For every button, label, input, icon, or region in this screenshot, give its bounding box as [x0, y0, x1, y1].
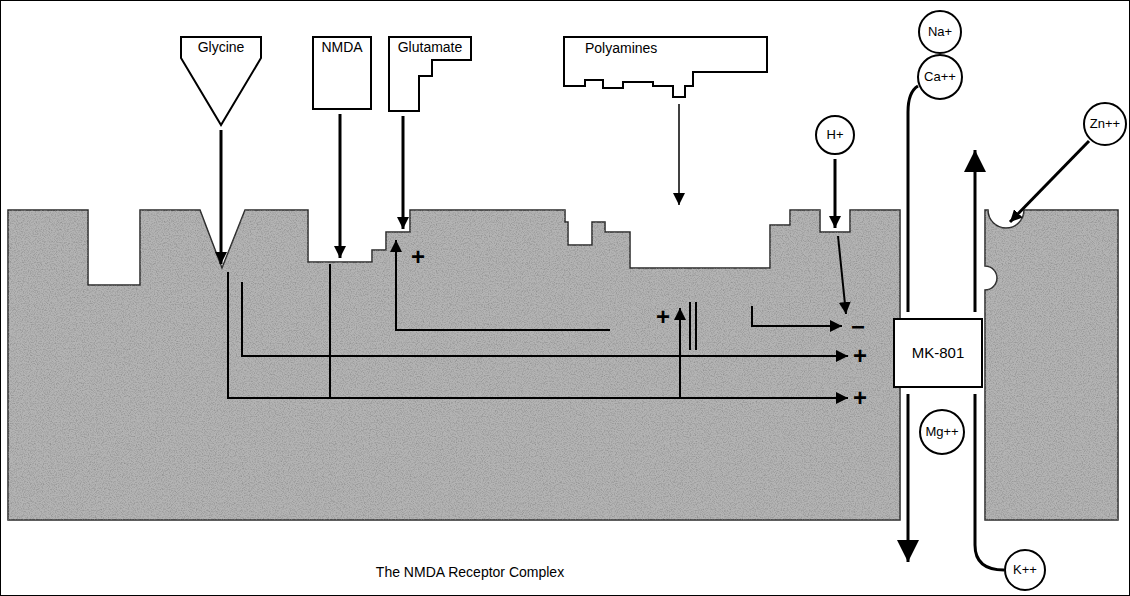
sign-spot: +: [411, 245, 425, 269]
ion-circle: Zn++: [1083, 102, 1127, 146]
outflow-line-lower: [975, 394, 1004, 570]
node-label: Glycine: [198, 38, 245, 56]
ion-circle: Na+: [918, 10, 962, 54]
ligand-shape: Glycine: [180, 36, 262, 126]
effect-sign: +: [411, 245, 425, 269]
outflow-arrow: [974, 150, 977, 312]
sign-spot: +: [853, 344, 867, 368]
node-outline-path: [1084, 103, 1126, 145]
proton-link: [838, 236, 846, 314]
polyamine-link: [679, 308, 681, 398]
proton-arrow: [834, 159, 837, 228]
effect-sign: +: [656, 305, 670, 329]
ion-circle: Mg++: [919, 409, 965, 455]
node-label: Na+: [928, 23, 952, 41]
ligand-shape: Polyamines: [563, 36, 768, 98]
node-label: MK-801: [912, 344, 965, 362]
node-outline-path: [181, 37, 261, 125]
node-label: Mg++: [925, 423, 958, 441]
node-outline-path: [1005, 550, 1045, 590]
ligand-arrows: [221, 104, 1089, 264]
glutamate-arrow: [402, 116, 405, 229]
blocker-box: MK-801: [893, 318, 983, 388]
ion-circle: K++: [1004, 549, 1046, 591]
effect-sign: −: [851, 315, 865, 339]
node-label: Glutamate: [398, 38, 463, 56]
sign-spot: +: [656, 305, 670, 329]
node-outline-path: [894, 319, 982, 387]
sign-spot: +: [853, 386, 867, 410]
receptor-body: [0, 200, 1130, 530]
ion-circle: H+: [815, 115, 855, 155]
inflow-arrow: [907, 394, 910, 562]
node-outline-path: [920, 410, 964, 454]
glycine-arrow: [220, 130, 223, 264]
polyamine-bars: [690, 302, 696, 350]
ligand-shape: NMDA: [312, 36, 372, 110]
inhibit-arrow: [752, 306, 842, 326]
nmda-link: [329, 264, 331, 398]
zinc-arrow: [1010, 141, 1089, 222]
node-label: H+: [827, 126, 844, 144]
grain-texture: [0, 200, 1130, 530]
glutamate-link: [396, 240, 610, 330]
inflow-line-upper: [908, 86, 918, 312]
ligand-shape: Glutamate: [388, 36, 472, 112]
internal-arrows: [228, 236, 848, 398]
nmda-arrow: [339, 114, 342, 258]
node-label: NMDA: [321, 38, 362, 56]
node-label: Polyamines: [585, 39, 657, 57]
caption: The NMDA Receptor Complex: [376, 565, 564, 579]
node-outline-path: [919, 11, 961, 53]
caption-spot: The NMDA Receptor Complex: [376, 565, 564, 579]
node-outline-path: [816, 116, 854, 154]
sign-spot: −: [851, 315, 865, 339]
node-label: Ca++: [924, 68, 956, 86]
node-label: K++: [1013, 561, 1037, 579]
node-outline-path: [389, 37, 471, 111]
node-label: Zn++: [1090, 115, 1120, 133]
glycine-lower-arrow: [228, 272, 848, 398]
effect-sign: +: [853, 386, 867, 410]
node-outline-path: [564, 37, 767, 97]
node-outline-path: [313, 37, 371, 109]
glycine-upper-arrow: [242, 282, 848, 356]
polyamine-arrow: [678, 104, 680, 205]
node-outline-path: [918, 55, 962, 99]
effect-sign: +: [853, 344, 867, 368]
ion-circle: Ca++: [917, 54, 963, 100]
